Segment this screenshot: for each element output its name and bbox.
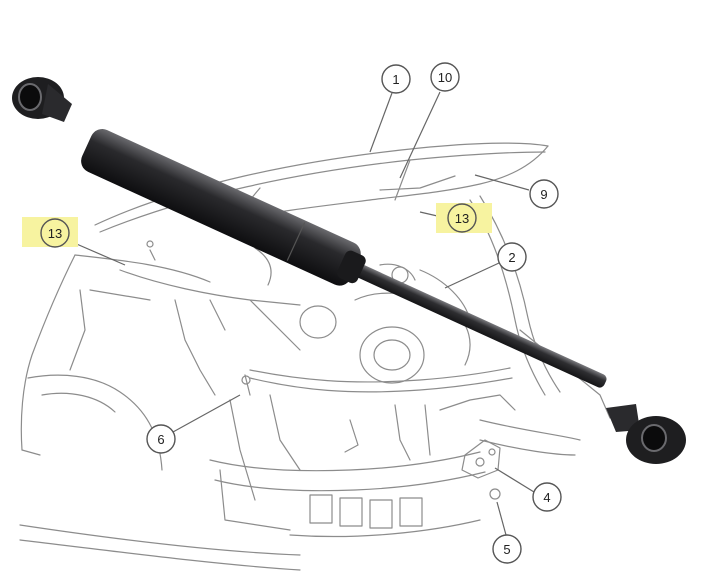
- callout-label: 10: [438, 70, 452, 85]
- callout-5: 5: [492, 534, 522, 564]
- highlight-box: [436, 203, 492, 233]
- strut-lower-end-fitting: [606, 404, 686, 464]
- callout-label: 13: [455, 211, 469, 226]
- callout-label: 4: [543, 490, 550, 505]
- callout-1: 1: [381, 64, 411, 94]
- callout-label: 5: [503, 542, 510, 557]
- fender: [19, 254, 301, 571]
- callout-4: 4: [532, 482, 562, 512]
- callout-label: 6: [157, 432, 164, 447]
- strut-seal: [337, 250, 366, 284]
- callout-label: 2: [508, 250, 515, 265]
- strut-rod: [340, 257, 607, 388]
- vehicle-line-art: [19, 142, 611, 571]
- callout-2: 2: [497, 242, 527, 272]
- engine-bay: [119, 240, 581, 538]
- gas-strut: [12, 77, 686, 464]
- callout-13-left: 13: [22, 217, 78, 248]
- callouts: 1 10 9 13 13 2 6 4: [22, 62, 562, 564]
- callout-6: 6: [146, 424, 176, 454]
- leader-lines: [71, 91, 535, 536]
- callout-label: 13: [48, 226, 62, 241]
- hood-latch: [461, 439, 501, 500]
- callout-13-right: 13: [436, 203, 492, 233]
- strut-tube: [81, 128, 361, 286]
- callout-9: 9: [529, 179, 559, 209]
- callout-label: 9: [540, 187, 547, 202]
- callout-label: 1: [392, 72, 399, 87]
- strut-upper-end-fitting: [12, 77, 72, 122]
- callout-10: 10: [430, 62, 460, 92]
